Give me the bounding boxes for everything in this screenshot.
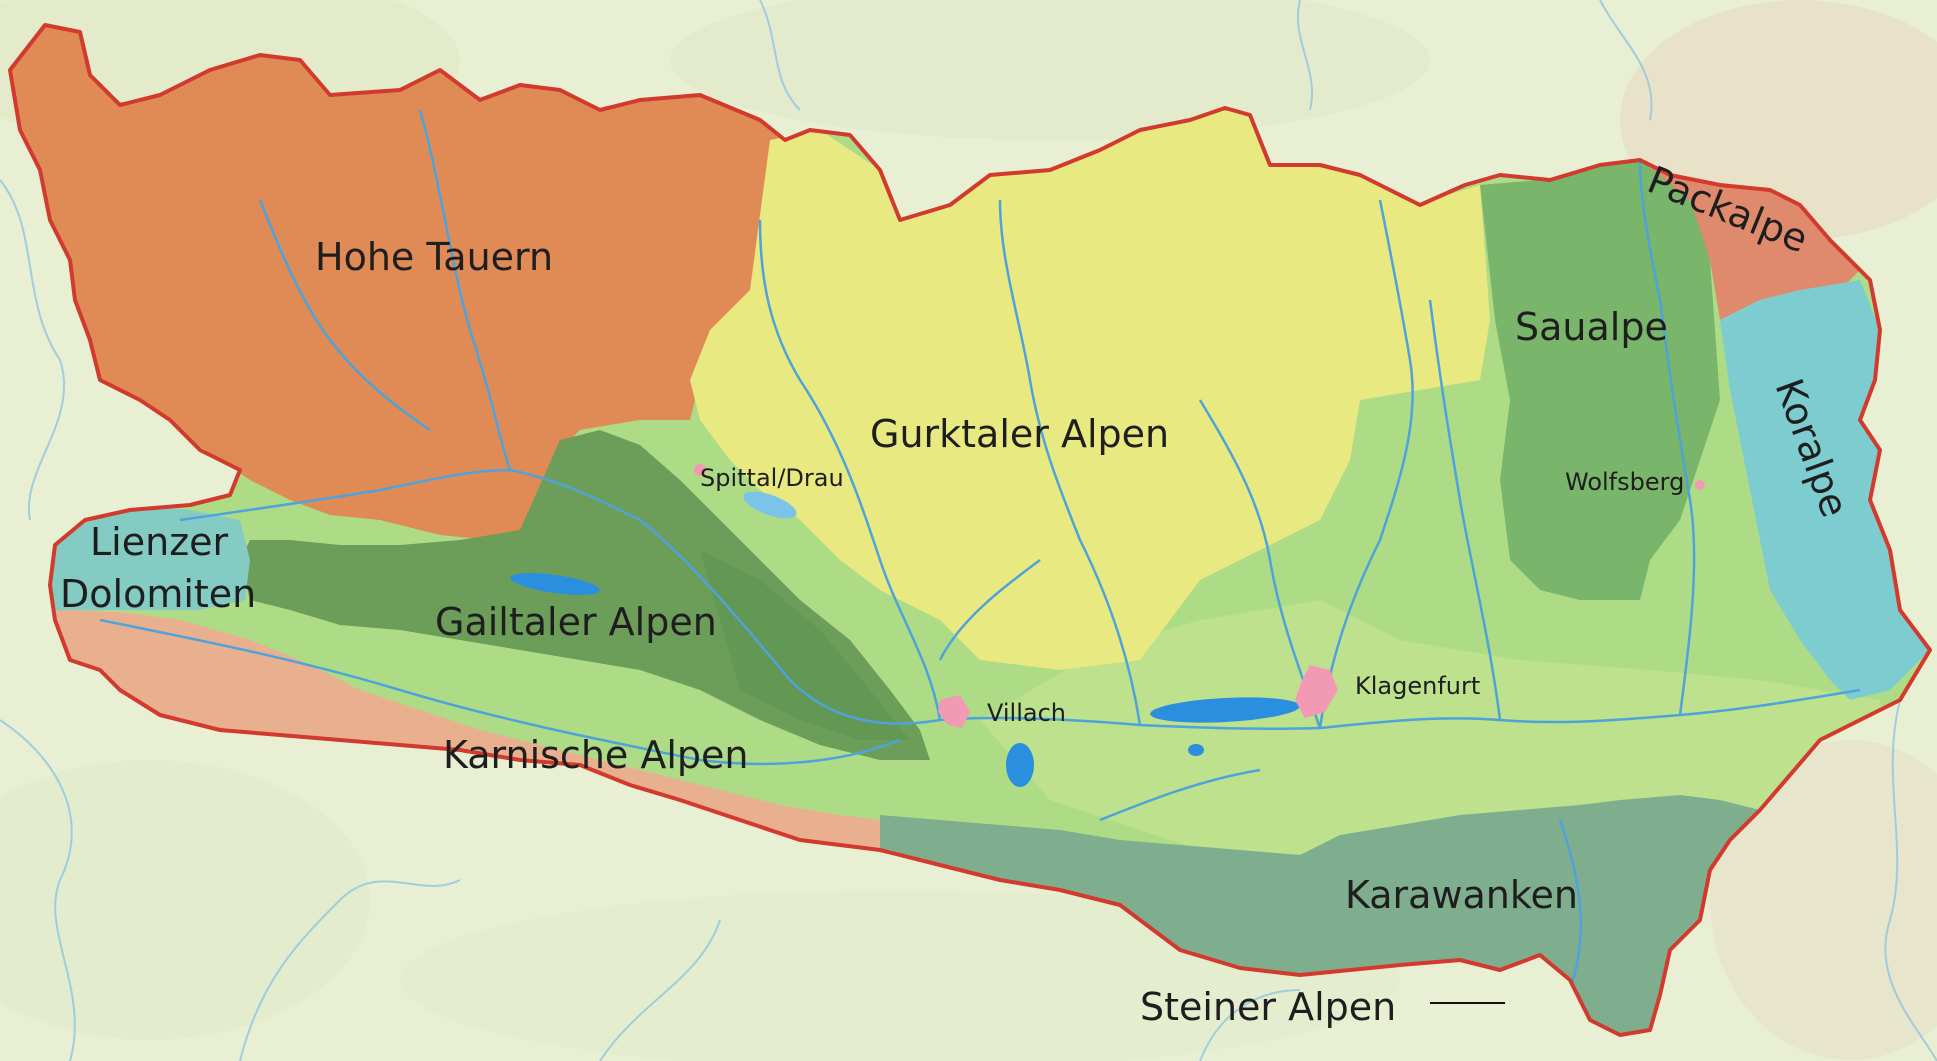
glan-river (1428, 299, 1502, 721)
south-stream (1099, 768, 1261, 822)
label-gurktaler-alpen: Gurktaler Alpen (870, 412, 1169, 456)
faaker-see-lake (1006, 743, 1034, 787)
carinthia-border (8, 23, 1932, 1037)
label-gailtaler-alpen: Gailtaler Alpen (435, 600, 717, 644)
packalpe-region (1640, 160, 1860, 320)
label-villach: Villach (987, 699, 1066, 727)
label-lienzer-line1: Lienzer (90, 520, 229, 564)
label-karnische-alpen: Karnische Alpen (443, 733, 749, 777)
label-hohe-tauern: Hohe Tauern (315, 235, 553, 279)
moell-river (258, 199, 431, 432)
gurk-tributary (998, 199, 1142, 726)
lavant-river (1638, 159, 1696, 716)
weissensee-lake (510, 573, 600, 595)
label-spittal: Spittal/Drau (700, 464, 844, 492)
millstaetter-see-lake (743, 491, 797, 519)
gailtaler-shade (700, 550, 910, 740)
label-steiner-alpen: Steiner Alpen (1140, 985, 1396, 1029)
lakes (510, 491, 1300, 787)
saualpe-region (1480, 160, 1720, 600)
lieser-river (758, 219, 942, 721)
label-wolfsberg: Wolfsberg (1565, 468, 1684, 496)
woerthersee-lake (1150, 697, 1300, 723)
tauern-river (418, 109, 512, 471)
gail-river (99, 618, 901, 766)
label-klagenfurt: Klagenfurt (1355, 672, 1480, 700)
klagenfurt-area (1295, 665, 1338, 718)
gurk-river (1318, 199, 1414, 729)
city-areas (694, 464, 1705, 728)
hohe-tauern-region (10, 25, 780, 540)
koralpe-region (1720, 280, 1930, 700)
villach-area (938, 695, 970, 728)
spittal-area (694, 464, 706, 476)
small-lake (1188, 744, 1204, 756)
label-lienzer-line2: Dolomiten (60, 572, 256, 616)
side-stream-1 (938, 559, 1041, 661)
label-karawanken: Karawanken (1345, 873, 1578, 917)
city-labels: Spittal/Drau Villach Klagenfurt Wolfsber… (700, 464, 1684, 727)
side-stream-2 (1198, 399, 1322, 729)
label-saualpe: Saualpe (1515, 305, 1668, 349)
karawanken-stream (1558, 819, 1583, 991)
wolfsberg-area (1695, 480, 1705, 490)
gurktaler-alpen-region (690, 108, 1490, 670)
